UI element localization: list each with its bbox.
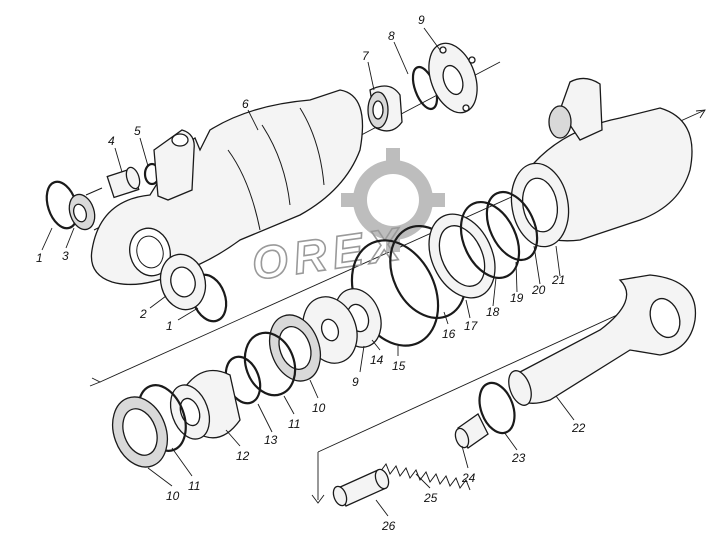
label-part-1-left: 1 (36, 251, 43, 265)
label-part-23: 23 (511, 451, 526, 465)
part-seal-23 (478, 381, 516, 435)
label-part-17: 17 (464, 319, 479, 333)
label-part-3: 3 (62, 249, 69, 263)
label-part-16: 16 (442, 327, 456, 341)
label-part-11-lower: 11 (188, 479, 200, 493)
part-flange-plate-top (428, 42, 478, 114)
part-cylinder-head-right (510, 77, 693, 248)
label-part-18: 18 (486, 305, 500, 319)
part-seal-10-mid (268, 314, 322, 382)
label-part-4: 4 (108, 134, 115, 148)
part-pin (332, 468, 390, 507)
label-part-19: 19 (510, 291, 524, 305)
part-plug (454, 413, 489, 449)
part-seal-17 (428, 213, 496, 299)
label-part-10-mid: 10 (312, 401, 326, 415)
label-part-26: 26 (381, 519, 396, 533)
part-spring (379, 462, 471, 491)
part-seal-19 (485, 190, 539, 262)
part-number-labels: 1 3 4 5 6 7 8 9 2 1 9 14 15 16 17 18 19 … (36, 13, 586, 533)
part-seal-10-lower (111, 396, 169, 468)
label-part-25: 25 (423, 491, 438, 505)
part-gland-nut (367, 85, 403, 132)
label-part-13: 13 (264, 433, 278, 447)
label-part-2: 2 (139, 307, 147, 321)
label-part-21: 21 (551, 273, 565, 287)
label-part-10-lower: 10 (166, 489, 180, 503)
label-part-24: 24 (461, 471, 476, 485)
label-part-20: 20 (531, 283, 546, 297)
label-part-6: 6 (242, 97, 249, 111)
part-seal-18 (459, 201, 521, 279)
label-part-15: 15 (392, 359, 406, 373)
label-part-5: 5 (134, 124, 141, 138)
label-part-1-lower: 1 (166, 319, 173, 333)
part-cylinder-body (90, 89, 364, 286)
label-part-7: 7 (362, 49, 370, 63)
label-part-12: 12 (236, 449, 250, 463)
part-piston-rod (508, 274, 697, 406)
label-part-9-top: 9 (418, 13, 425, 27)
label-part-8: 8 (388, 29, 395, 43)
watermark-text: OREX (248, 217, 408, 290)
label-part-9-lower: 9 (352, 375, 359, 389)
part-bushing-12 (169, 369, 241, 440)
leader-lines (41, 27, 575, 517)
part-bushing (159, 253, 207, 311)
label-part-11-mid: 11 (288, 417, 300, 431)
label-part-14: 14 (370, 353, 384, 367)
part-fitting (106, 166, 141, 199)
part-seal-11-mid (243, 331, 297, 397)
label-part-22: 22 (571, 421, 586, 435)
